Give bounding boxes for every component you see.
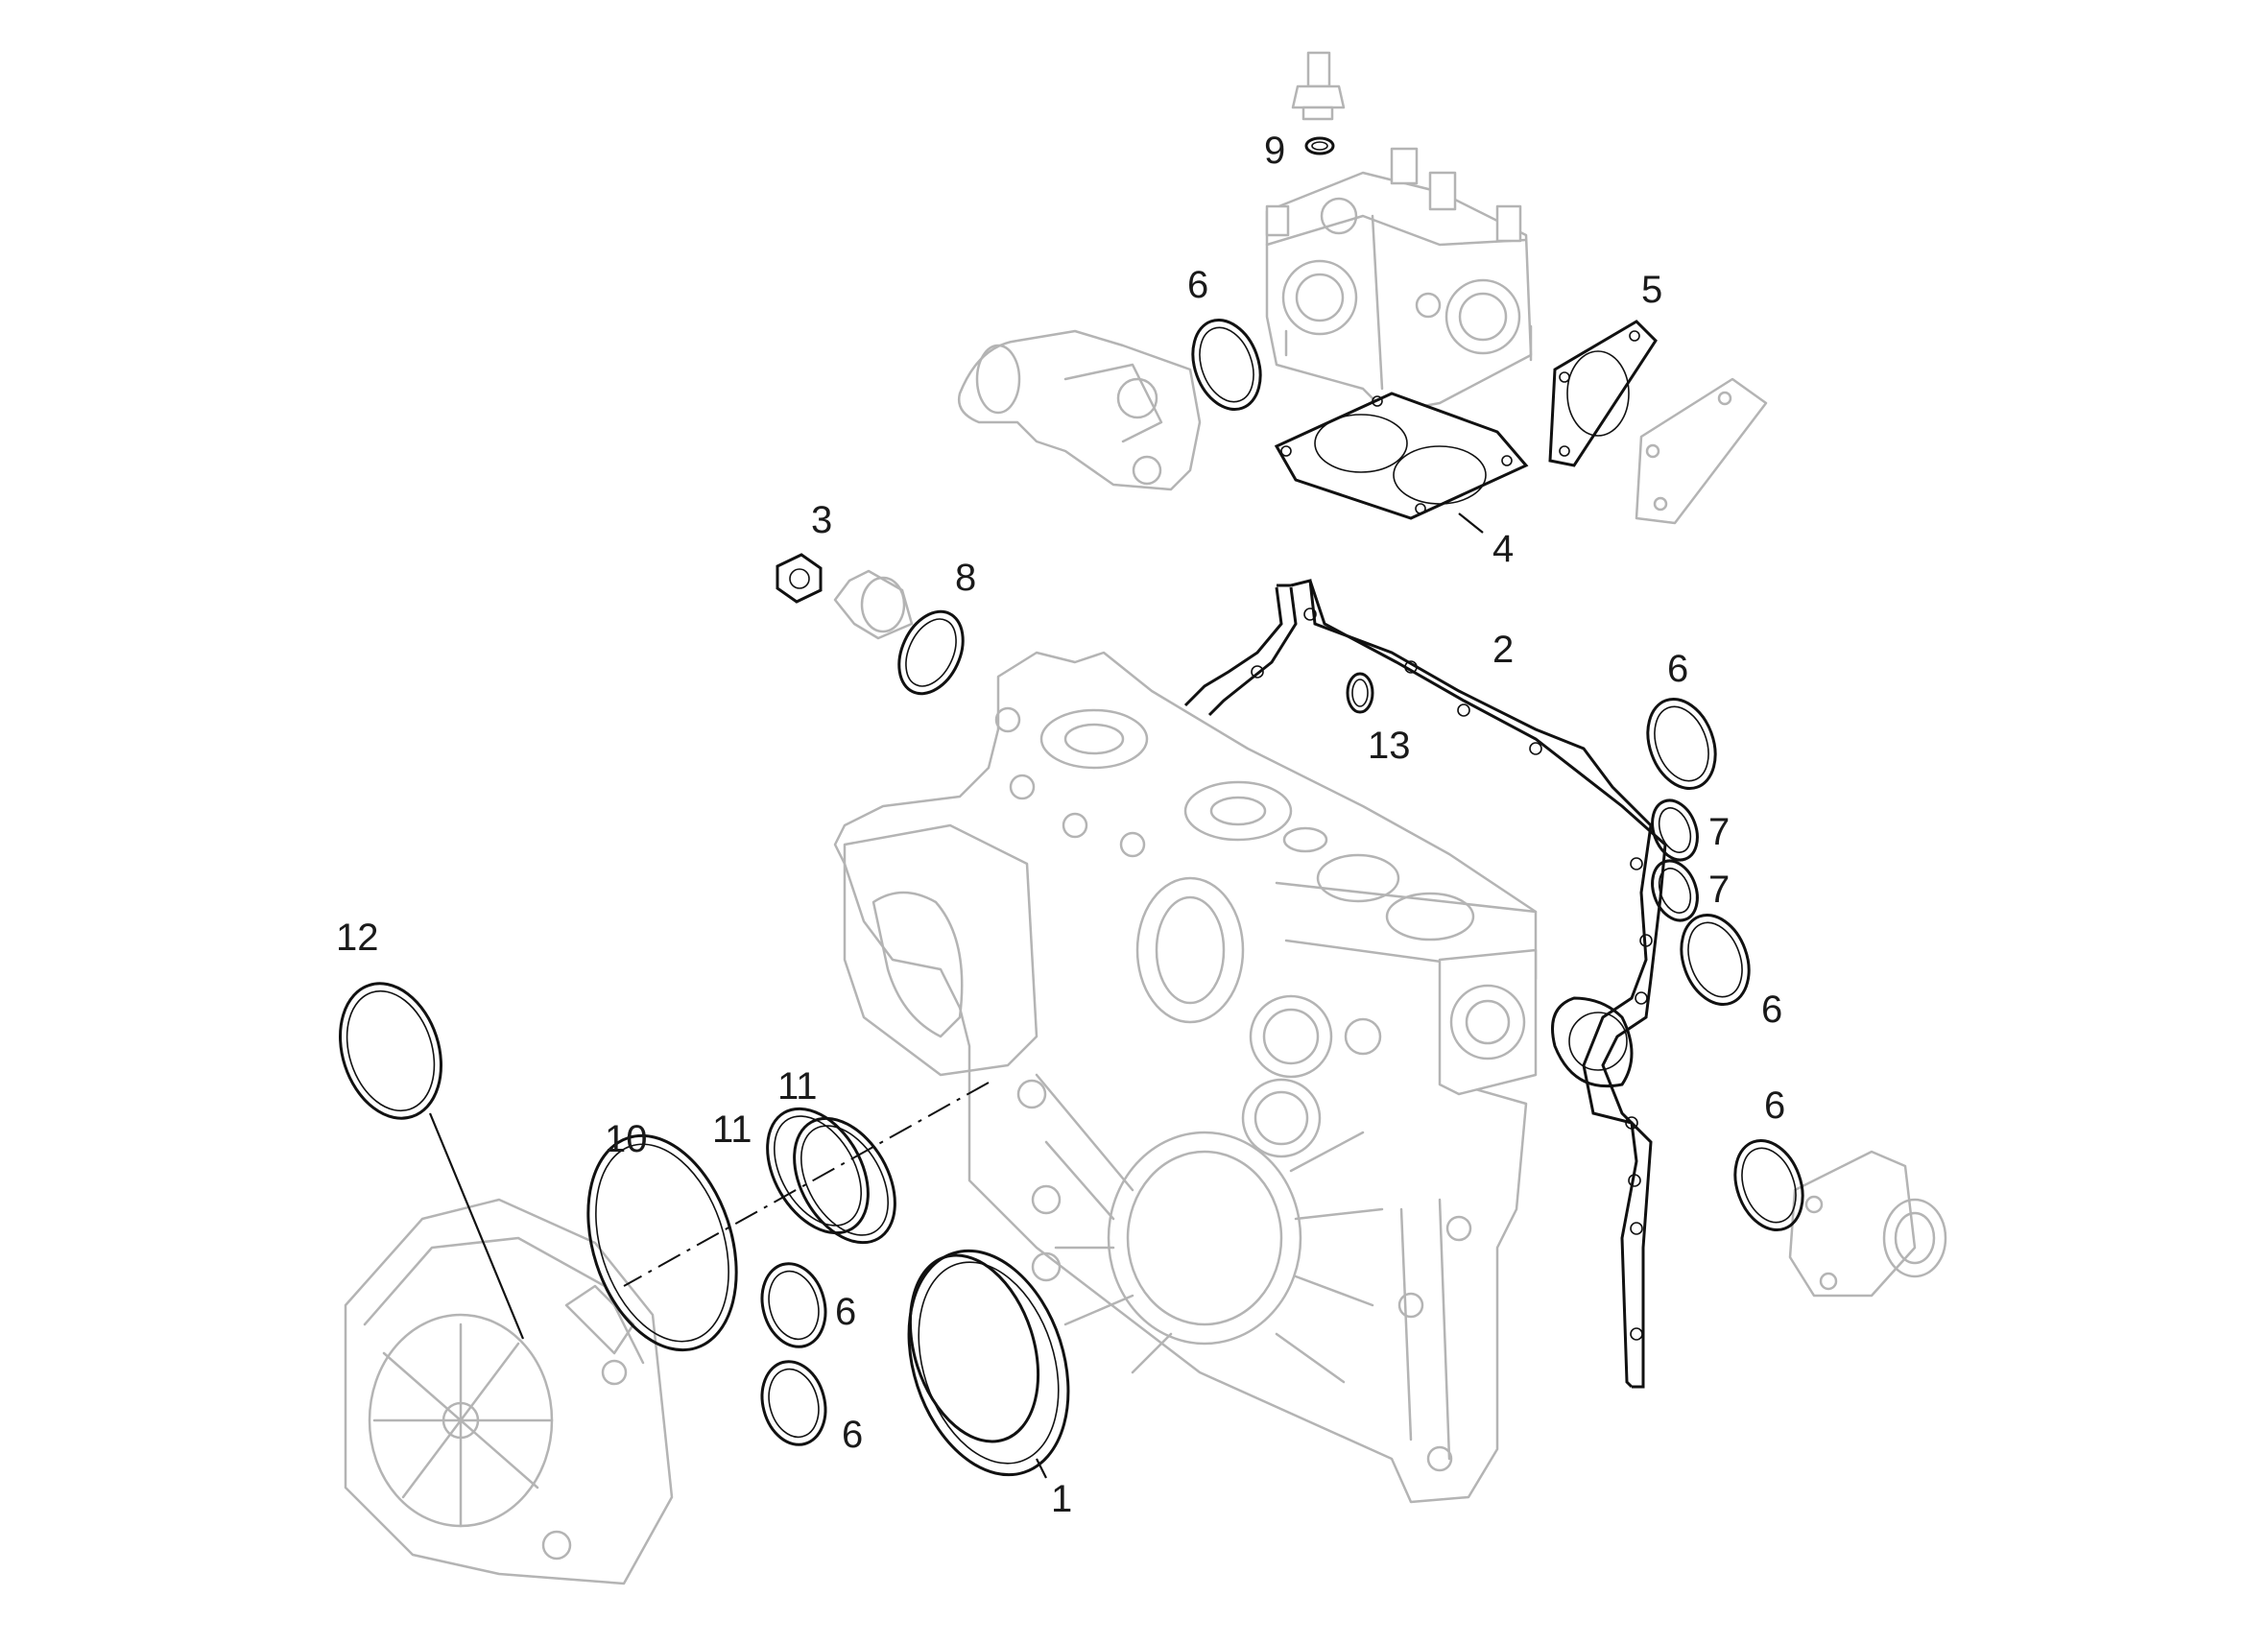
o-ring-13	[1346, 672, 1374, 714]
callout-4: 4	[1492, 528, 1514, 570]
nut	[776, 553, 823, 604]
leader-4	[1458, 512, 1484, 534]
leader-12	[428, 1112, 525, 1340]
o-rings-7	[1651, 798, 1699, 922]
callout-3: 3	[811, 499, 832, 541]
outlet-elbow	[957, 329, 1202, 491]
callout-6b: 6	[1667, 648, 1688, 690]
callout-12: 12	[336, 917, 379, 959]
leader-1	[1036, 1458, 1047, 1479]
water-inlet	[1788, 1150, 1947, 1298]
callout-8: 8	[955, 557, 976, 599]
seal-rings-11	[766, 1107, 896, 1245]
thermostat-housing	[1265, 147, 1533, 415]
thermostat-housing-gasket	[1274, 392, 1529, 520]
callout-7a: 7	[1708, 811, 1730, 853]
callout-1: 1	[1051, 1478, 1072, 1520]
callout-13: 13	[1368, 725, 1411, 767]
callout-6e: 6	[835, 1291, 856, 1333]
cover-seal-ring	[338, 982, 443, 1120]
blanking-plate-gasket	[1548, 320, 1658, 467]
timing-cover-housing	[833, 651, 1538, 1504]
front-cover	[344, 1198, 674, 1585]
callout-2: 2	[1492, 629, 1514, 671]
blanking-cover	[1635, 377, 1768, 525]
crankshaft-seal	[907, 1249, 1070, 1477]
thermostat-bushing	[833, 569, 914, 640]
callout-5: 5	[1641, 269, 1662, 311]
o-ring-8	[897, 609, 965, 696]
seal-ring-10	[586, 1133, 738, 1352]
callout-6a: 6	[1187, 264, 1208, 306]
callout-6f: 6	[842, 1414, 863, 1456]
timing-cover-gasket	[1183, 579, 1667, 1389]
callout-10: 10	[605, 1118, 648, 1160]
callout-6c: 6	[1761, 989, 1782, 1031]
temperature-sender	[1291, 51, 1346, 121]
callout-11b: 11	[712, 1108, 752, 1151]
callout-7b: 7	[1708, 869, 1730, 911]
callout-9: 9	[1264, 130, 1285, 172]
o-rings-6	[760, 319, 1804, 1446]
sender-seal	[1304, 136, 1335, 155]
callout-11a: 11	[777, 1065, 818, 1108]
callout-6d: 6	[1764, 1084, 1785, 1127]
